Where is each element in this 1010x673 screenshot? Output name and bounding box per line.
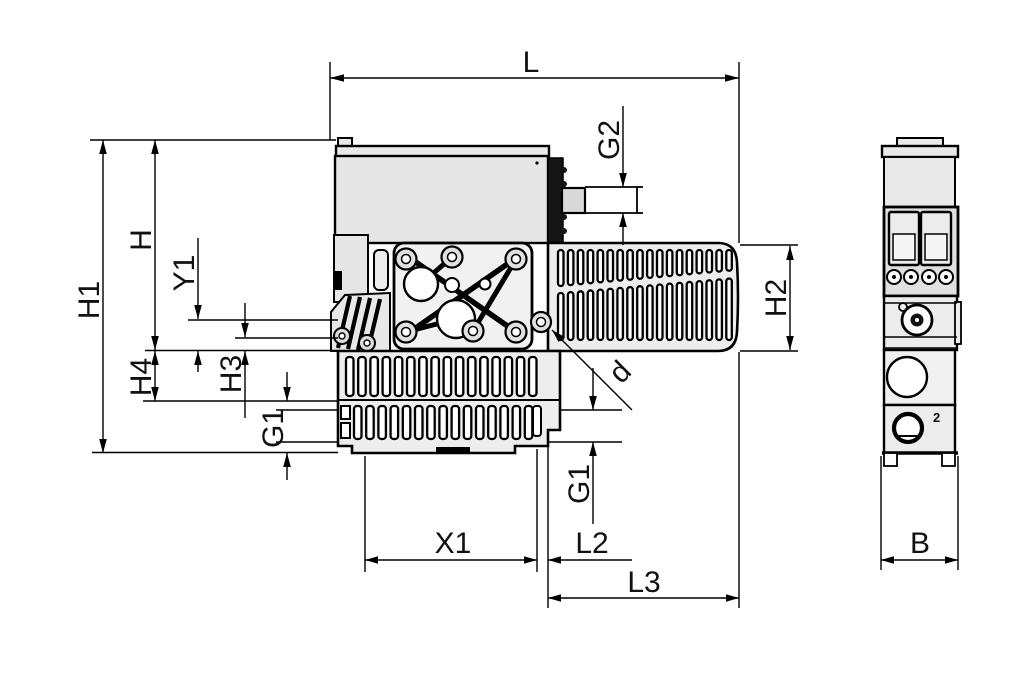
dim-label-h: H [125,229,158,251]
solenoid-screws [886,269,954,285]
screws [394,245,528,344]
dim-label-b: B [910,527,930,560]
dim-label-g2: G2 [593,120,626,160]
dim-label-h1: H1 [73,281,106,319]
manifold [336,349,562,455]
port-section [882,294,962,352]
dim-label-h3: H3 [215,355,248,393]
front-view [330,137,740,455]
dim-label-l3: L3 [627,566,660,599]
dim-label-l: L [523,46,540,79]
dim-label-g1-right: G1 [563,464,596,504]
manifold-slots [344,355,538,441]
mounting-bracket [330,291,391,352]
dim-label-x1: X1 [435,527,472,560]
exhaust-stem [547,157,643,244]
dim-label-h2: H2 [760,279,793,317]
solenoid-section [882,205,960,298]
dim-label-l2: L2 [575,527,608,560]
ejector-housing [333,137,551,303]
dim-label-h4: H4 [125,358,158,396]
venturi-section [882,348,957,407]
valve-plate [373,241,534,351]
vacuum-port-section: 2 [882,403,957,455]
side-view: 2 [880,137,962,467]
dim-label-d: d [603,355,638,390]
port-marking-label: 2 [933,410,940,425]
dim-label-y1: Y1 [168,255,201,292]
dimension-labels: L H1 H Y1 H4 H3 G1 G2 H2 d G1 X1 L2 L3 B [73,46,930,599]
silencer-slots [556,248,733,342]
dimension-arrows [99,74,958,602]
dimension-lines [90,62,959,608]
silencer [529,241,740,353]
dim-label-g1-left: G1 [257,408,290,448]
